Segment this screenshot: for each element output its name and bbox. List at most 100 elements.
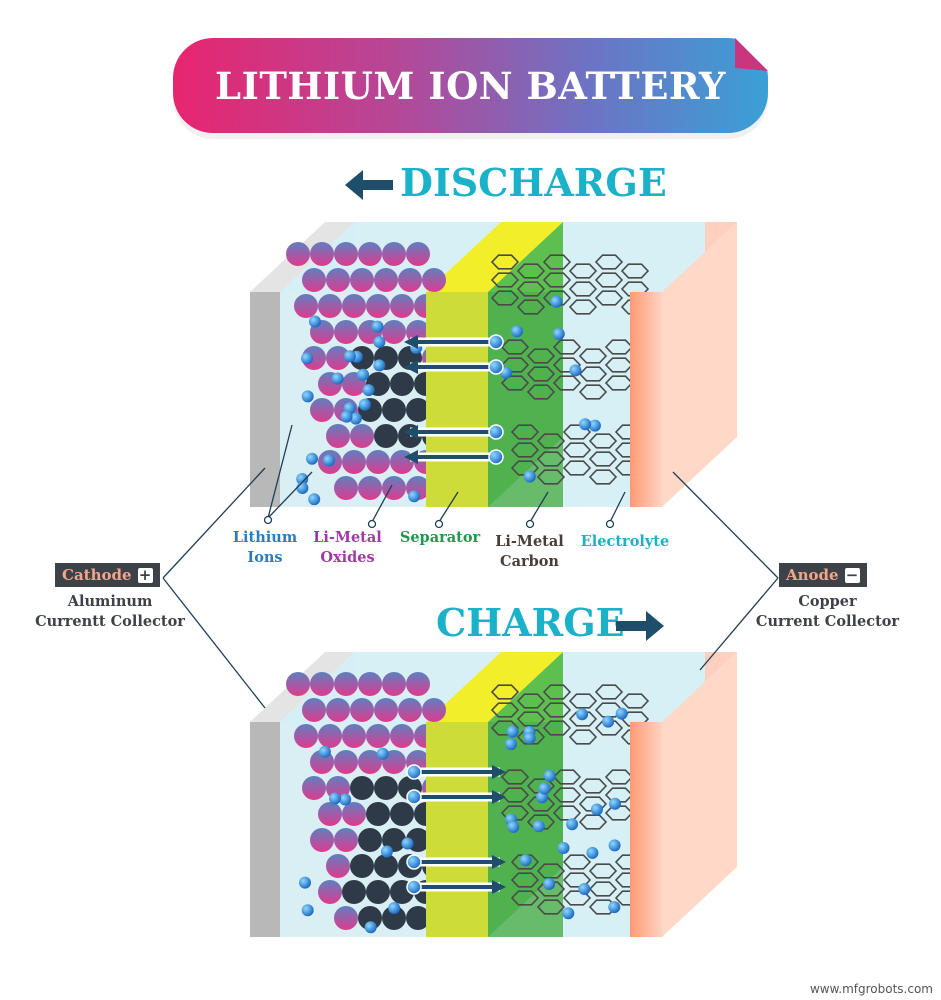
anode-callout-top: [672, 471, 779, 579]
discharge-oxide-sphere: [390, 294, 414, 318]
discharge-lithium-ion: [308, 315, 321, 328]
charge-carbon-hex: [604, 805, 634, 821]
charge-lithium-ion: [299, 876, 311, 889]
discharge-lithium-ion: [301, 352, 313, 365]
discharge-carbon-hex: [594, 254, 624, 270]
discharge-oxide-sphere: [286, 242, 310, 266]
discharge-carbon-hex: [542, 272, 572, 288]
charge-lithium-ion: [615, 707, 628, 720]
discharge-carbon-hex: [516, 263, 546, 279]
charge-oxide-sphere: [350, 698, 374, 722]
charge-carbon-hex: [594, 720, 624, 736]
discharge-carbon-hex: [500, 339, 530, 355]
charge-oxide-sphere: [390, 724, 414, 748]
charge-cell: [250, 652, 737, 937]
charge-oxide-sphere: [302, 776, 326, 800]
charge-oxide-sphere: [342, 880, 366, 904]
charge-carbon-hex: [500, 769, 530, 785]
charge-oxide-sphere: [334, 672, 358, 696]
discharge-oxide-sphere: [422, 268, 446, 292]
discharge-carbon-hex: [536, 469, 566, 485]
discharge-oxide-sphere: [334, 476, 358, 500]
discharge-lithium-ion: [296, 473, 309, 485]
cathode-tag: Cathode+: [55, 563, 160, 587]
discharge-oxide-sphere: [334, 320, 358, 344]
discharge-carbon-hex: [542, 290, 572, 306]
discharge-separator-top: [426, 222, 563, 292]
charge-oxide-sphere: [342, 724, 366, 748]
discharge-cell: [250, 222, 737, 507]
anode-callout-bottom: [699, 577, 779, 671]
discharge-label: DISCHARGE: [400, 160, 667, 205]
charge-oxide-sphere: [350, 776, 374, 800]
discharge-lithium-ion: [579, 418, 592, 431]
discharge-lithium-ion: [331, 372, 344, 385]
cathode-callout-bottom: [162, 577, 266, 709]
discharge-copper-plate: [630, 292, 662, 507]
discharge-carbon-hex: [568, 263, 598, 279]
discharge-carbon-hex: [562, 442, 592, 458]
discharge-carbon-hex: [552, 339, 582, 355]
charge-label: CHARGE: [436, 600, 625, 645]
charge-oxide-sphere: [294, 724, 318, 748]
discharge-lithium-ion: [373, 359, 386, 372]
charge-carbon-hex: [490, 702, 520, 718]
charge-separator-top: [426, 652, 563, 722]
discharge-oxide-sphere: [390, 372, 414, 396]
discharge-lithium-ion: [340, 410, 353, 423]
charge-carbon-hex: [594, 702, 624, 718]
charge-oxide-sphere: [334, 906, 358, 930]
discharge-carbon-hex: [490, 290, 520, 306]
discharge-carbon-hex: [604, 375, 634, 391]
discharge-oxide-sphere: [366, 294, 390, 318]
charge-ion-flow-arrowhead: [492, 855, 506, 869]
discharge-oxide-sphere: [382, 398, 406, 422]
charge-lithium-ion: [602, 715, 615, 728]
charge-lithium-ion: [543, 769, 556, 782]
charge-lithium-ion: [608, 839, 621, 852]
charge-carbon-front: [488, 722, 563, 937]
charge-oxide-sphere: [318, 724, 342, 748]
page-title: LITHIUM ION BATTERY: [215, 63, 726, 108]
charge-carbon-hex: [562, 854, 592, 870]
discharge-lithium-ion: [371, 320, 384, 333]
charge-oxide-sphere: [358, 906, 382, 930]
charge-carbon-hex: [542, 720, 572, 736]
label-lithium-ions: Lithium Ions: [232, 529, 298, 566]
charge-oxide-sphere: [302, 698, 326, 722]
discharge-carbon-hex: [536, 433, 566, 449]
charge-oxide-sphere: [334, 828, 358, 852]
charge-lithium-ion: [505, 738, 517, 751]
charge-oxide-sphere: [366, 724, 390, 748]
minus-icon: −: [844, 566, 860, 584]
label-separator: Separator: [399, 529, 481, 546]
right-arrow-icon: [616, 611, 664, 641]
discharge-oxide-sphere: [294, 294, 318, 318]
discharge-oxide-sphere: [310, 398, 334, 422]
discharge-lithium-ion: [358, 398, 371, 411]
discharge-oxide-sphere: [406, 398, 430, 422]
cathode-description: Aluminum Currentt Collector: [35, 593, 185, 630]
charge-lithium-ion: [532, 820, 545, 833]
discharge-oxide-sphere: [342, 294, 366, 318]
charge-carbon-hex: [552, 787, 582, 803]
charge-lithium-ion: [562, 907, 575, 920]
charge-lithium-ion: [506, 725, 519, 738]
charge-ion-flow-arrowhead: [492, 790, 506, 804]
discharge-oxide-sphere: [358, 476, 382, 500]
discharge-ion-flow-arrowhead: [404, 335, 418, 349]
charge-lithium-ion: [301, 904, 314, 917]
charge-carbon-hex: [568, 729, 598, 745]
charge-carbon-hex: [500, 805, 530, 821]
charge-lithium-ion: [376, 747, 389, 760]
charge-lithium-ion: [401, 837, 414, 850]
discharge-carbon-hex: [542, 254, 572, 270]
charge-copper-side: [662, 652, 737, 937]
discharge-oxide-sphere: [326, 424, 350, 448]
charge-ion-flow-arrowhead: [492, 765, 506, 779]
charge-lithium-ion: [364, 921, 377, 934]
discharge-carbon-hex: [526, 384, 556, 400]
charge-lithium-ion: [380, 845, 393, 858]
